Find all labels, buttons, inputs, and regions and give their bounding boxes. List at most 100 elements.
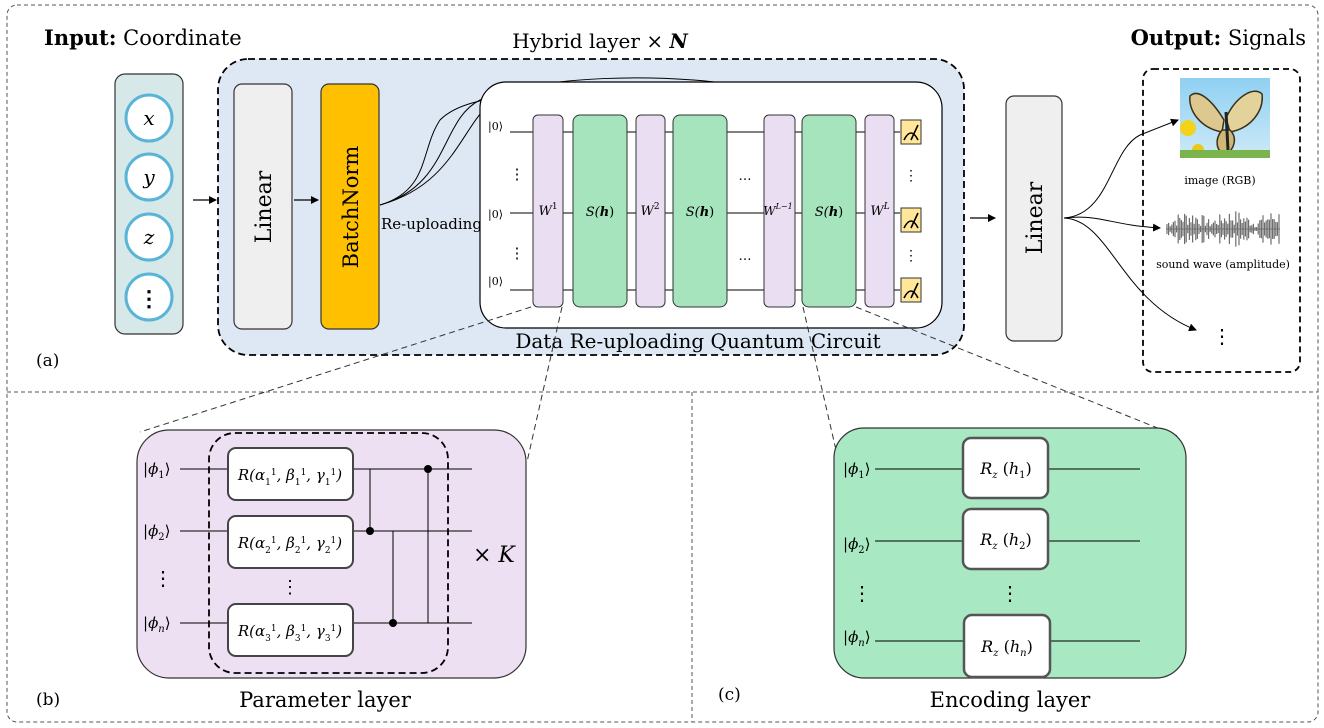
- zoom-line-param-left: [139, 306, 532, 433]
- s-gate-3: [801, 114, 857, 308]
- output-title: Output: Signals: [1131, 25, 1306, 50]
- measurement-icon-2: [900, 207, 922, 233]
- sound-wave: [1166, 211, 1280, 247]
- w-gate-lminus1: [763, 114, 796, 308]
- w-gate-lminus1-label: WL−1: [763, 202, 792, 218]
- w-gate-l: [864, 114, 895, 308]
- measurement-icon-1-needle: [910, 124, 919, 141]
- rotation-gate-2-label: R(α21, β21, γ21): [237, 534, 342, 556]
- butterfly-body: [1224, 111, 1230, 151]
- panel-c: |ϕ1⟩ |ϕ2⟩ |ϕn⟩ ⋮ Rz (h1) Rz (h2) ⋮ Rz (h…: [718, 427, 1187, 712]
- w-gate-1: [532, 114, 564, 308]
- times-k-label: × K: [473, 543, 516, 568]
- s-gate-1: [572, 114, 628, 308]
- panel-b-tag: (b): [36, 690, 60, 710]
- linear-block: [233, 83, 293, 330]
- encoding-layer-title: Encoding layer: [930, 688, 1092, 712]
- w-gate-1-label: W1: [538, 202, 557, 219]
- output-arrow-sound: [1063, 216, 1161, 232]
- image-caption: image (RGB): [1184, 174, 1255, 187]
- measurement-icon-1: [900, 119, 922, 145]
- qubit-vdots-1: ⋮: [510, 165, 525, 183]
- butterfly-wing-right: [1225, 90, 1263, 133]
- rotation-gate-2: [227, 515, 354, 569]
- panel-b: |ϕ1⟩ |ϕ2⟩ |ϕn⟩ ⋮ R(α11, β11, γ11) R(α21,…: [36, 429, 527, 712]
- rotation-gate-1: [227, 447, 354, 501]
- measure-vdots-2: ⋮: [904, 248, 918, 264]
- s-gate-2-label: S(h): [686, 205, 715, 220]
- output-signals-box: [1142, 68, 1301, 373]
- measurement-icon-2-needle: [910, 212, 919, 229]
- rz-gate-2: [961, 507, 1050, 571]
- rotation-gate-1-label: R(α11, β11, γ11): [237, 466, 342, 488]
- cnot-control-3: [424, 465, 432, 473]
- rz-gate-1: [961, 436, 1050, 500]
- batchnorm-block: [320, 83, 380, 330]
- parameter-repeat-box: [208, 432, 449, 674]
- param-ket-vdots: ⋮: [153, 566, 173, 590]
- coord-label-more: ⋮: [138, 286, 160, 312]
- param-ket-1: |ϕ1⟩: [143, 460, 171, 481]
- coordinate-circles: x y z ⋮: [124, 93, 174, 322]
- panel-c-tag: (c): [718, 685, 741, 705]
- coord-label-z: z: [143, 225, 155, 249]
- measurement-icon-3-arc: [903, 290, 919, 299]
- butterfly-image: [1180, 78, 1270, 158]
- w-gate-2-label: W2: [640, 202, 659, 219]
- s-gate-1-label: S(h): [586, 205, 615, 220]
- sound-caption: sound wave (amplitude): [1156, 258, 1290, 271]
- output-linear-block: [1005, 95, 1063, 342]
- coord-label-x: x: [143, 106, 154, 130]
- s-gate-3-label: S(h): [815, 205, 844, 220]
- coord-circle-more: [124, 272, 174, 322]
- ket-zero-2: |0⟩: [488, 208, 503, 222]
- measurement-icon-3-needle: [910, 282, 919, 299]
- cnot-control-2: [389, 619, 397, 627]
- param-ket-2: |ϕ2⟩: [143, 522, 171, 543]
- input-coordinate-box: [114, 73, 184, 335]
- output-linear-label: Linear: [1023, 181, 1048, 254]
- zoom-connectors: [139, 306, 1181, 463]
- ket-zero-3: |0⟩: [488, 275, 503, 289]
- w-gate-2: [635, 114, 666, 308]
- enc-ket-n: |ϕn⟩: [843, 628, 871, 649]
- sound-wave-bars: [1166, 211, 1280, 247]
- output-arrow-more: [1063, 217, 1197, 332]
- measurement-icon-1-arc: [903, 132, 919, 141]
- output-vdots: ⋮: [1212, 324, 1232, 348]
- coord-label-y: y: [142, 165, 155, 189]
- cnot-control-1: [366, 527, 374, 535]
- ket-zero-1: |0⟩: [488, 120, 503, 134]
- coord-circle-y: [124, 152, 174, 202]
- outer-frame: [6, 4, 1319, 723]
- measure-vdots-1: ⋮: [904, 168, 918, 184]
- parameter-layer-title: Parameter layer: [239, 688, 412, 712]
- coord-circle-x: [124, 93, 174, 143]
- measurement-icon-3-box: [900, 277, 922, 303]
- measurement-icon-2-box: [900, 207, 922, 233]
- zoom-line-enc-left: [802, 306, 837, 451]
- qubit-vdots-2: ⋮: [510, 244, 525, 262]
- coord-circle-z: [124, 212, 174, 262]
- reuploading-label: Re-uploading: [381, 215, 482, 233]
- rz-gates-vdots: ⋮: [1000, 581, 1020, 605]
- butterfly-flower-1: [1180, 120, 1196, 136]
- zoom-line-enc-right: [855, 306, 1181, 438]
- panel-a-tag: (a): [36, 351, 59, 371]
- zoom-line-param-right: [526, 306, 563, 463]
- batchnorm-label: BatchNorm: [339, 146, 363, 269]
- rotation-gate-3-label: R(α31, β31, γ31): [237, 622, 342, 644]
- param-ket-n: |ϕn⟩: [143, 614, 171, 635]
- circuit-hdots-1: …: [739, 169, 752, 184]
- rz-gate-n: [962, 613, 1052, 679]
- circuit-hdots-2: …: [739, 249, 752, 264]
- w-gate-l-label: WL: [870, 202, 889, 219]
- input-title: Input: Coordinate: [44, 25, 242, 50]
- enc-ket-2: |ϕ2⟩: [843, 535, 871, 556]
- s-gate-2: [672, 114, 728, 308]
- output-arrows: [1063, 118, 1197, 332]
- butterfly-wing-left: [1189, 92, 1225, 133]
- circuit-title: Data Re-uploading Quantum Circuit: [515, 329, 880, 353]
- butterfly-foliage: [1180, 150, 1270, 158]
- measurement-icon-1-box: [900, 119, 922, 145]
